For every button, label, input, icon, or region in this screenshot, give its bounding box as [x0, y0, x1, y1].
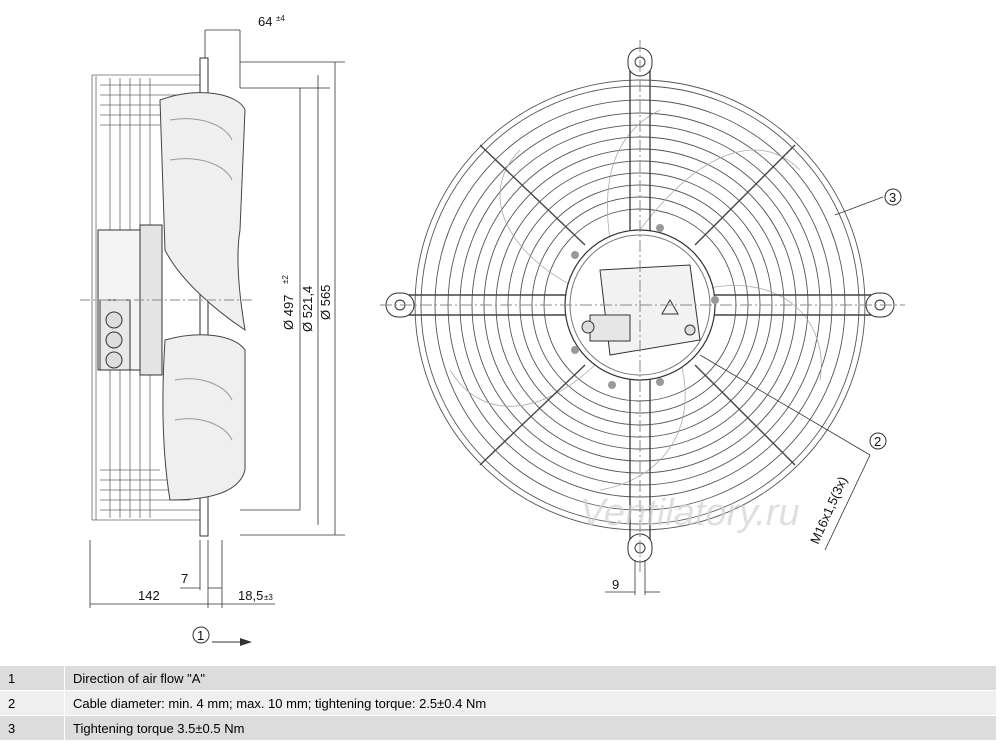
air-flow-arrow-icon — [240, 638, 252, 646]
dim-dia-inner: Ø 497 — [281, 295, 296, 330]
front-struts — [395, 60, 885, 550]
callout-1-number: 1 — [197, 628, 204, 643]
legend-table: 1 Direction of air flow "A" 2 Cable diam… — [0, 666, 996, 741]
legend-row: 2 Cable diameter: min. 4 mm; max. 10 mm;… — [0, 690, 996, 716]
side-blade-upper — [159, 92, 246, 332]
watermark: Ventilatory.ru — [580, 492, 800, 534]
callout-2: 2 — [699, 354, 887, 551]
air-flow-callout: 1 — [192, 626, 252, 646]
legend-number: 2 — [0, 690, 65, 716]
side-blade-lower — [162, 334, 246, 501]
legend-text: Cable diameter: min. 4 mm; max. 10 mm; t… — [64, 690, 996, 716]
warning-icon — [661, 298, 679, 315]
dim-lug-width: 9 — [612, 577, 619, 592]
front-blades — [449, 109, 822, 491]
callout-3-number: 3 — [889, 190, 896, 205]
dim-dia-mid: Ø 521,4 — [300, 286, 315, 332]
legend-text: Tightening torque 3.5±0.5 Nm — [64, 715, 996, 741]
legend-number: 1 — [0, 666, 65, 691]
dim-top-offset: 64 — [258, 14, 272, 29]
legend-number: 3 — [0, 715, 65, 741]
dim-dia-outer: Ø 565 — [318, 285, 333, 320]
side-dimensions — [89, 29, 345, 608]
dim-dia-inner-tol: ±2 — [281, 275, 290, 284]
front-view — [380, 40, 905, 575]
front-lug-dimension — [605, 560, 660, 595]
dim-flange-depth: 18,5 — [238, 588, 263, 603]
dim-top-offset-tol: ±4 — [276, 14, 285, 23]
front-cable-gland — [589, 314, 631, 342]
dim-flange-gap: 7 — [181, 571, 188, 586]
dim-depth-total: 142 — [138, 588, 160, 603]
legend-text: Direction of air flow "A" — [64, 666, 996, 691]
side-view — [80, 57, 255, 537]
legend-row: 1 Direction of air flow "A" — [0, 666, 996, 691]
fan-technical-drawing: 64 ±4 Ø 497 ±2 Ø 521,4 Ø 565 7 142 18,5 … — [80, 14, 905, 646]
legend-row: 3 Tightening torque 3.5±0.5 Nm — [0, 715, 996, 741]
callout-3: 3 — [834, 188, 902, 216]
dim-flange-depth-tol: ±3 — [264, 593, 273, 602]
callout-2-number: 2 — [874, 434, 881, 449]
